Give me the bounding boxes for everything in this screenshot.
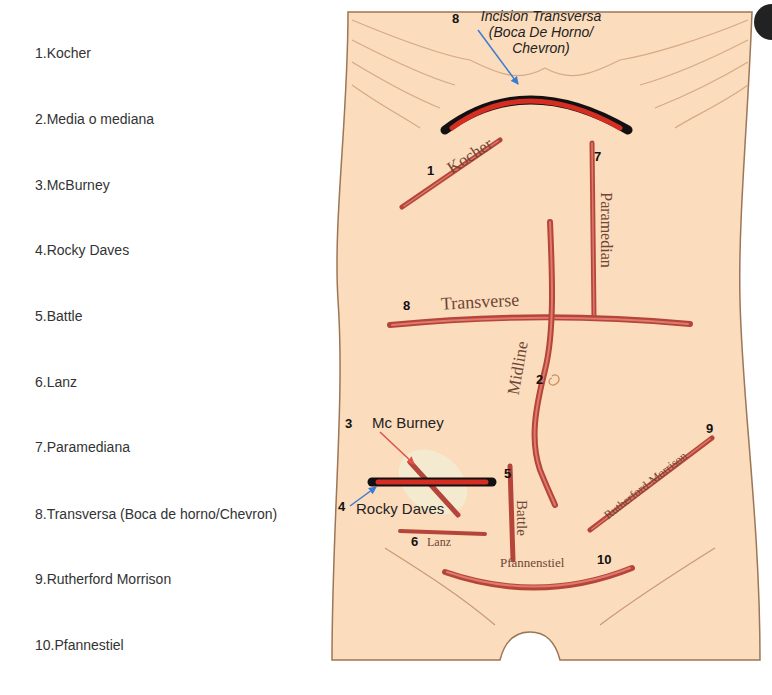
incision-name: Paramedian (597, 192, 615, 268)
callout-number: 8 (403, 299, 410, 314)
callout-number: 3 (345, 417, 352, 432)
incision-name: Battle (512, 500, 529, 536)
incision-name: Rocky Daves (356, 500, 444, 517)
incision-name: Incision Transversa (Boca De Horno/ Chev… (466, 8, 616, 56)
callout-number: 8 (452, 12, 459, 27)
callout-number: 10 (597, 553, 611, 568)
umbilicus (549, 375, 559, 385)
corner-button (754, 4, 772, 40)
list-item: 10.Pfannestiel (35, 637, 124, 653)
list-item: 1.Kocher (35, 45, 91, 61)
incision-name: Mc Burney (372, 414, 444, 431)
callout-number: 1 (427, 164, 434, 179)
list-item: 3.McBurney (35, 177, 110, 193)
list-item: 6.Lanz (35, 374, 77, 390)
list-item: 8.Transversa (Boca de horno/Chevron) (35, 506, 277, 522)
incision-name: Transverse (440, 290, 519, 315)
incision-name: Lanz (427, 536, 451, 550)
callout-number: 7 (594, 150, 601, 165)
skin-creases (385, 548, 715, 625)
incision-name: Pfannenstiel (500, 556, 564, 571)
callout-number: 9 (706, 422, 713, 437)
torso-outline (332, 12, 760, 660)
leader-arrow (380, 432, 414, 464)
callout-number: 4 (338, 500, 345, 515)
callout-number: 5 (504, 467, 511, 482)
list-item: 4.Rocky Daves (35, 242, 129, 258)
list-item: 5.Battle (35, 308, 82, 324)
list-item: 2.Media o mediana (35, 111, 154, 127)
callout-number: 6 (411, 535, 418, 550)
callout-number: 2 (536, 373, 543, 388)
list-item: 9.Rutherford Morrison (35, 571, 171, 587)
list-item: 7.Paramediana (35, 439, 130, 455)
